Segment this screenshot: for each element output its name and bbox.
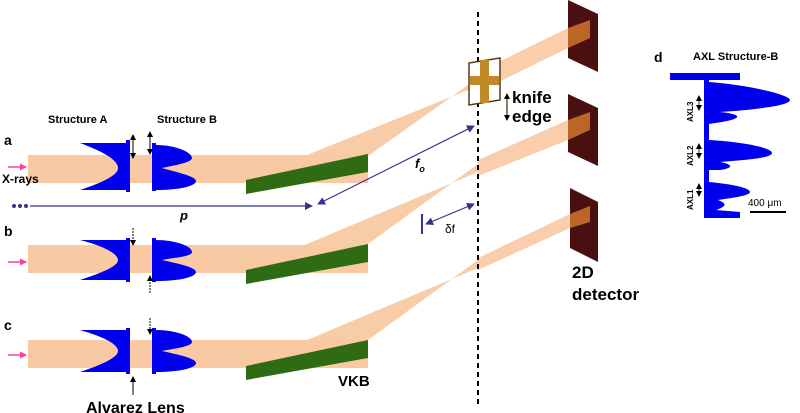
knife-edge-label-1: knife [512, 88, 552, 107]
focal-length-label: fo [415, 156, 425, 174]
vkb-mirror-b [246, 244, 368, 284]
lens-structure-b-c [156, 330, 196, 372]
panel-d-title: AXL Structure-B [693, 51, 778, 63]
detector-label-1: 2D [572, 263, 594, 282]
lens-structure-b-b [156, 240, 196, 281]
detector-b-spot [568, 112, 590, 140]
axl2-profile [709, 140, 772, 170]
diverging-beam-c [478, 214, 570, 270]
axl3-profile [709, 82, 790, 124]
panel-label-c: c [4, 317, 12, 333]
distance-arrows [12, 125, 475, 234]
lens-structure-a-c [80, 330, 128, 372]
row-b [8, 120, 568, 293]
ellipsis-dot-2 [18, 204, 22, 208]
knife-edge [468, 57, 510, 121]
axl1-profile [709, 182, 750, 218]
lens-plate-a-b [126, 238, 130, 282]
detector-a-spot [568, 20, 590, 48]
lens-plate-b-a [152, 143, 156, 191]
row-a [8, 28, 568, 194]
detectors [568, 0, 598, 262]
row-c [8, 214, 570, 395]
panel-d: d AXL Structure-B AXL3 AXL2 AXL1 400 μm [654, 49, 790, 218]
f-distance-arrow [317, 125, 475, 205]
distance-p-label: p [179, 208, 188, 223]
defocus-label: δf [445, 222, 456, 236]
lens-plate-b-b [152, 238, 156, 282]
panel-label-b: b [4, 223, 13, 239]
structure-a-label: Structure A [48, 114, 108, 126]
ellipsis-dot-3 [24, 204, 28, 208]
defocus-arrow [425, 203, 475, 225]
lens-structure-b-a [156, 145, 196, 190]
detector-label-2: detector [572, 285, 639, 304]
scale-bar-label: 400 μm [748, 198, 782, 209]
knife-edge-label-2: edge [512, 107, 552, 126]
detector-c [570, 188, 598, 262]
detector-c-spot [570, 206, 590, 228]
structure-b-label: Structure B [157, 114, 217, 126]
ellipsis-dot-1 [12, 204, 16, 208]
lens-plate-a-a [126, 140, 130, 192]
axl1-label: AXL1 [686, 189, 695, 210]
axl-spine [704, 80, 709, 218]
diverging-beam-b [478, 120, 568, 176]
panel-label-d: d [654, 49, 663, 65]
vkb-label: VKB [338, 373, 370, 390]
vkb-mirror-c [246, 340, 368, 380]
knife-edge-cross-h [470, 76, 499, 85]
axl-top-bar [670, 73, 740, 80]
alvarez-lens-label: Alvarez Lens [86, 400, 185, 413]
lens-plate-b-c [152, 328, 156, 374]
panel-label-a: a [4, 132, 12, 148]
xrays-label: X-rays [2, 172, 39, 186]
axl2-label: AXL2 [686, 145, 695, 166]
axl3-label: AXL3 [686, 101, 695, 122]
lens-plate-a-c [126, 328, 130, 374]
lens-structure-a-a [80, 143, 128, 190]
lens-structure-a-b [80, 240, 128, 280]
